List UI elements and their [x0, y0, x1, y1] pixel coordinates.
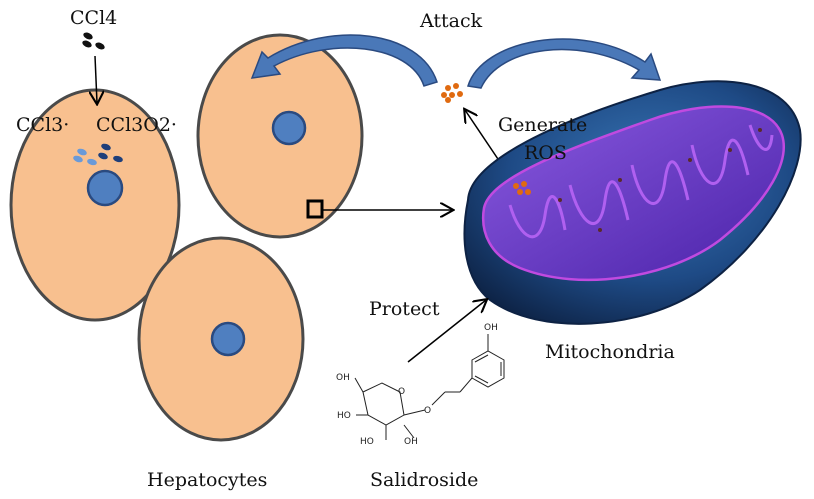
attack-arrow-right: [467, 38, 662, 89]
atom-label: OH: [484, 323, 498, 333]
granule: [598, 228, 602, 232]
atom-label: OH: [336, 373, 350, 383]
radical-dot: [73, 155, 83, 163]
benzene-ring: [471, 350, 505, 388]
ros-dot: [525, 189, 531, 195]
granule: [618, 178, 622, 182]
crista: [508, 195, 567, 239]
crista: [568, 180, 630, 225]
aromatic-bond: [474, 375, 489, 384]
crista: [748, 124, 774, 151]
labels: CCl4 CCl3· CCl3O2· Attack Generate ROS P…: [16, 7, 675, 491]
atom-label: HO: [337, 411, 351, 421]
ros-dot: [441, 92, 447, 98]
ros-dot: [521, 181, 527, 187]
granule: [558, 198, 562, 202]
atom-label: HO: [360, 437, 374, 447]
radical-dot: [98, 152, 108, 160]
zoom-box: [306, 199, 324, 219]
crista: [690, 138, 750, 185]
ros-dot: [445, 97, 451, 103]
radical-dot: [113, 155, 123, 163]
nucleus: [271, 110, 307, 146]
radical-dots: [73, 143, 123, 166]
atom-label: O: [424, 406, 431, 416]
ros-dot: [513, 183, 519, 189]
aromatic-bond: [474, 354, 489, 363]
ccl4-dot: [82, 40, 92, 48]
matrix-granules: [558, 128, 762, 232]
ros-dot: [445, 85, 451, 91]
radical-dot: [101, 143, 111, 151]
ccl4-dots: [82, 32, 105, 50]
chain-bond: [459, 377, 473, 393]
hepatocyte-top: [196, 33, 364, 239]
ccl4-dot: [83, 32, 93, 40]
hepatocyte-left: [9, 88, 181, 322]
cell-body: [9, 88, 181, 322]
label-generate: Generate: [498, 114, 587, 136]
ros-dot: [517, 189, 523, 195]
salidroside-atoms: OH OH HO HO OH O O: [336, 323, 498, 447]
ch2-bond: [354, 377, 364, 393]
glycosidic-bond: [403, 409, 426, 416]
mitochondrion: [463, 80, 802, 325]
oh-bond: [403, 424, 415, 439]
nucleus: [210, 321, 246, 357]
label-salidroside: Salidroside: [370, 469, 478, 491]
ccl4-dot: [95, 42, 105, 50]
salidroside-structure: [354, 334, 505, 440]
label-attack: Attack: [419, 10, 483, 32]
granule: [728, 148, 732, 152]
label-hepatocytes: Hepatocytes: [147, 469, 267, 491]
mito-inner-membrane: [481, 105, 785, 282]
ccl4-arrow: [95, 55, 97, 103]
granule: [688, 158, 692, 162]
ros-dot: [453, 83, 459, 89]
ros-dots-top: [441, 83, 463, 103]
attack-arrow-left: [250, 34, 438, 87]
nucleus: [86, 169, 124, 207]
granule: [758, 128, 762, 132]
hepatocyte-bottom: [137, 236, 305, 442]
ros-dots-mito: [513, 181, 531, 195]
label-protect: Protect: [369, 298, 440, 320]
ros-dot: [457, 91, 463, 97]
label-ccl3: CCl3·: [16, 114, 69, 136]
radical-dot: [87, 158, 97, 166]
label-ccl4: CCl4: [70, 7, 117, 29]
radical-dot: [77, 148, 87, 156]
chain-bond: [431, 391, 446, 406]
label-mitochondria: Mitochondria: [545, 341, 675, 363]
atom-label: O: [398, 387, 405, 397]
cristae: [508, 124, 774, 239]
label-ros: ROS: [524, 142, 567, 164]
crista: [630, 160, 690, 205]
atom-label: OH: [404, 437, 418, 447]
label-ccl3o2: CCl3O2·: [96, 114, 177, 136]
attack-arrows: [250, 34, 662, 89]
ros-dot: [449, 92, 455, 98]
protect-arrow: [407, 300, 486, 363]
